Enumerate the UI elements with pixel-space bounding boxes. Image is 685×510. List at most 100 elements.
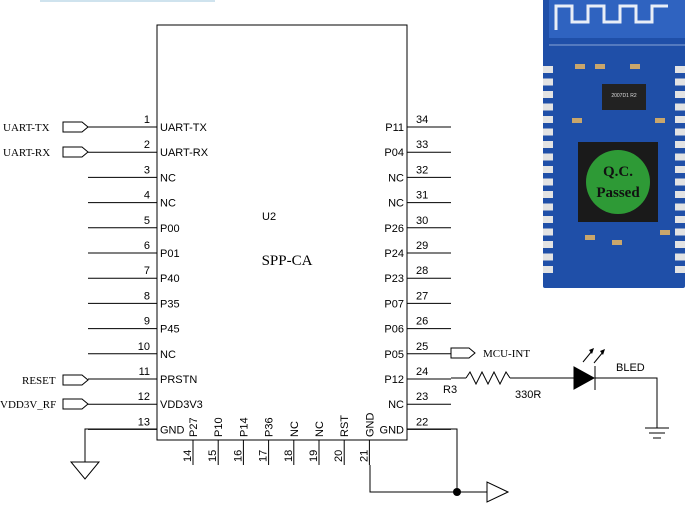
left-pin-label: P40	[160, 273, 180, 285]
castellated-pad	[675, 66, 685, 73]
vdd-net: VDD3V_RF	[0, 398, 89, 411]
castellated-pad	[675, 266, 685, 273]
castellated-pad	[675, 128, 685, 136]
uart-tx-net-label: UART-TX	[3, 122, 50, 134]
right-pin-number: 33	[416, 139, 428, 151]
right-pin-label: P07	[384, 298, 404, 310]
castellated-pad	[675, 153, 685, 161]
uart-tx-port-flag	[62, 121, 89, 133]
right-pin-number: 26	[416, 316, 428, 328]
chip-refdes: U2	[262, 211, 276, 223]
right-pin-group: 34P1133P0432NC31NC30P2629P2428P2327P0726…	[380, 114, 451, 436]
left-pin-number: 7	[144, 265, 150, 277]
bottom-pin-number: 19	[308, 450, 320, 462]
left-pin-label: NC	[160, 172, 176, 184]
right-pin-label: NC	[388, 172, 404, 184]
junction-dot	[453, 488, 461, 496]
castellated-pad	[675, 141, 685, 148]
led-circuit: R3 330R BLED	[443, 348, 669, 439]
left-pin-number: 2	[144, 139, 150, 151]
left-pin-label: P00	[160, 223, 180, 235]
castellated-pad	[543, 216, 553, 223]
left-pin-label: UART-TX	[160, 122, 208, 134]
left-pin-label: UART-RX	[160, 147, 209, 159]
bottom-ground-net	[369, 428, 510, 503]
smd-part	[660, 230, 670, 235]
castellated-pad	[675, 241, 685, 248]
right-pin-label: P04	[384, 147, 404, 159]
led-diode-icon	[573, 366, 596, 390]
castellated-pad	[543, 128, 553, 136]
castellated-pad	[543, 228, 553, 236]
right-pin-number: 24	[416, 366, 428, 378]
smd-part	[585, 235, 595, 240]
chip-body	[156, 24, 408, 441]
right-pin-label: P06	[384, 324, 404, 336]
left-pin-label: GND	[160, 424, 185, 436]
castellated-pad	[543, 78, 553, 86]
reset-net-label: RESET	[22, 375, 56, 387]
castellated-pad	[543, 103, 553, 111]
right-pin-label: P23	[384, 273, 404, 285]
bottom-pin-label: NC	[314, 421, 326, 437]
smd-part	[575, 64, 585, 69]
bottom-pin-label: P10	[213, 417, 225, 437]
castellated-pad	[543, 191, 553, 198]
crystal-chip	[602, 84, 646, 110]
antenna-trace-icon	[554, 4, 668, 30]
castellated-pad	[543, 153, 553, 161]
left-pin-number: 5	[144, 215, 150, 227]
castellated-pad	[675, 228, 685, 236]
right-pin-label: P24	[384, 248, 404, 260]
uart-rx-net-label: UART-RX	[3, 147, 50, 159]
bottom-pin-number: 18	[283, 450, 295, 462]
bottom-pin-number: 16	[232, 450, 244, 462]
left-pin-label: NC	[160, 349, 176, 361]
castellated-pad	[543, 91, 553, 98]
reset-net: RESET	[22, 374, 89, 387]
right-pin-number: 31	[416, 190, 428, 202]
smd-components	[572, 64, 670, 245]
left-pin-label: NC	[160, 198, 176, 210]
reset-port-flag	[62, 374, 89, 386]
left-pin-number: 10	[138, 341, 150, 353]
mcu-int-net-label: MCU-INT	[483, 348, 530, 360]
castellated-pads-left	[543, 66, 553, 273]
left-pin-label: PRSTN	[160, 374, 197, 386]
smd-part	[572, 118, 582, 123]
left-pin-number: 6	[144, 240, 150, 252]
castellated-pad	[543, 116, 553, 123]
pin22-ground-wire	[407, 428, 458, 492]
castellated-pad	[543, 241, 553, 248]
ground-wire-left	[84, 428, 157, 462]
castellated-pad	[675, 178, 685, 186]
bottom-pin-number: 17	[258, 450, 270, 462]
uart-rx-port-flag	[62, 146, 89, 158]
castellated-pad	[675, 166, 685, 173]
left-pin-number: 4	[144, 190, 150, 202]
castellated-pad	[543, 66, 553, 73]
module-photo: 2007D1 R2 Q.C. Passed	[543, 0, 685, 288]
smd-part	[595, 64, 605, 69]
castellated-pad	[675, 203, 685, 211]
qc-sticker-line2: Passed	[596, 185, 640, 201]
castellated-pad	[543, 266, 553, 273]
right-pin-number: 27	[416, 290, 428, 302]
qc-sticker	[586, 150, 650, 214]
castellated-pad	[675, 78, 685, 86]
castellated-pad	[543, 141, 553, 148]
left-pin-group: 1UART-TX2UART-RX3NC4NC5P006P017P408P359P…	[88, 114, 209, 436]
smd-part	[655, 118, 665, 123]
left-pin-label: P01	[160, 248, 180, 260]
left-pin-number: 8	[144, 290, 150, 302]
left-pin-number: 12	[138, 391, 150, 403]
left-pin-label: P45	[160, 324, 180, 336]
bottom-pin-label: P36	[264, 417, 276, 437]
led-arrow-head-1-icon	[589, 348, 594, 354]
right-pin-label: P11	[385, 122, 404, 134]
smd-part	[630, 64, 640, 69]
right-pin-number: 29	[416, 240, 428, 252]
smd-part	[612, 240, 622, 245]
